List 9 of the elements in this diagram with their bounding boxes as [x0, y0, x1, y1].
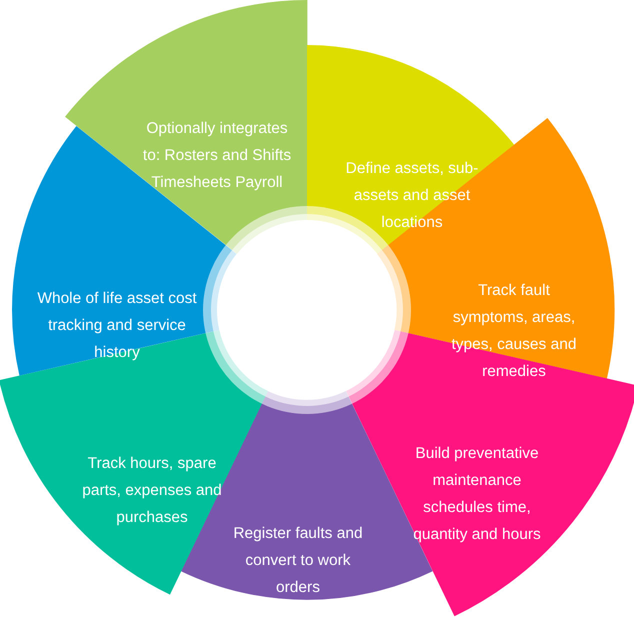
sector-segment — [64, 0, 307, 254]
segment-label: Register faults and convert to work orders — [232, 524, 363, 598]
segment-label: Track hours, spare parts, expenses and purchases — [81, 454, 223, 528]
segment-label: Track fault symptoms, areas, types, causes and remedies — [450, 280, 578, 382]
sector-segment — [307, 45, 514, 254]
segment-label: Build preventative maintenance schedules time, quantity and hours — [412, 444, 542, 545]
segment-label: Optionally integrates to: Rosters and Shifts Timesheets Payroll — [142, 119, 292, 193]
segment-label: Whole of life asset cost tracking and service history — [36, 288, 198, 363]
segment-label: Define assets, sub-assets and asset locations — [344, 159, 480, 233]
